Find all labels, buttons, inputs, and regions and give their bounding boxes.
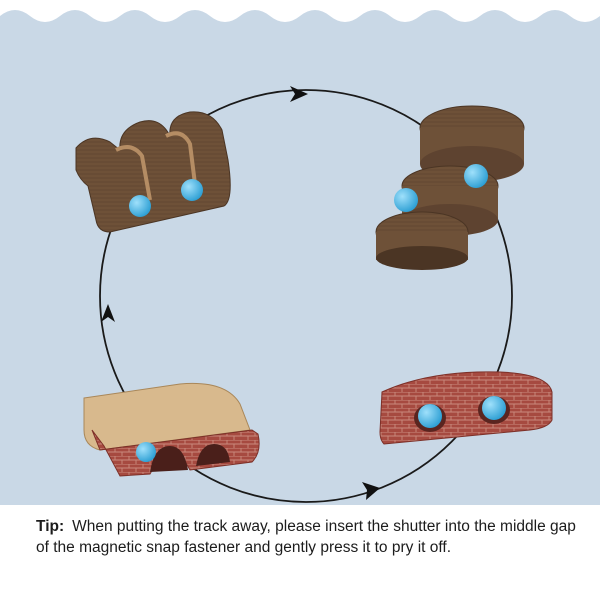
tip-label: Tip: bbox=[36, 518, 65, 535]
wave-border bbox=[0, 0, 600, 22]
cycle-circle bbox=[99, 89, 513, 503]
arrow-up-icon bbox=[101, 304, 115, 322]
arrow-down-icon bbox=[362, 482, 380, 500]
wavy-track-piece bbox=[75, 111, 231, 233]
arrow-right-icon bbox=[290, 86, 308, 102]
tip-caption: Tip:When putting the track away, please … bbox=[36, 516, 576, 558]
brick-arch-piece bbox=[379, 371, 553, 445]
scratcher-bridge-piece bbox=[83, 382, 260, 477]
spiral-tower-piece bbox=[375, 105, 525, 270]
tip-text: When putting the track away, please inse… bbox=[36, 518, 576, 556]
caption-background bbox=[0, 505, 600, 600]
